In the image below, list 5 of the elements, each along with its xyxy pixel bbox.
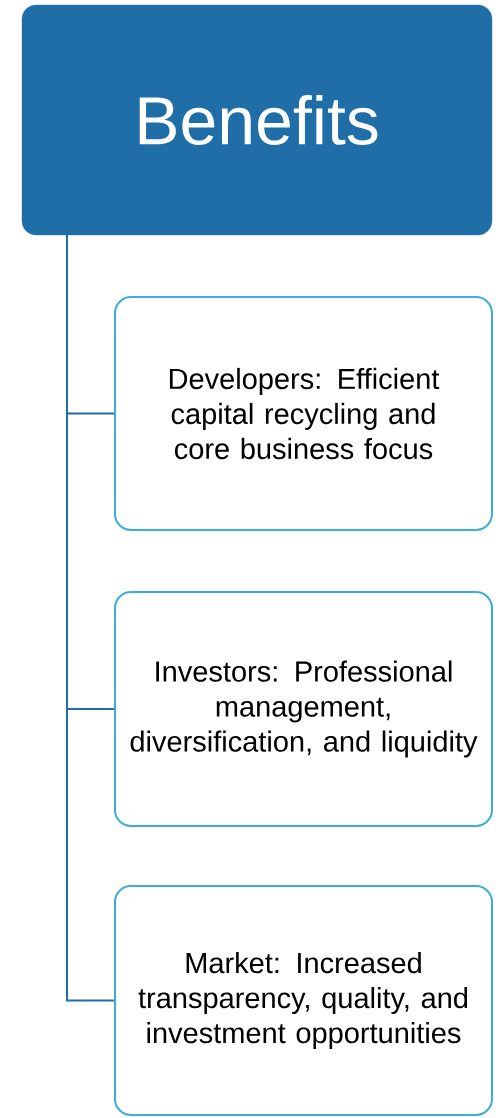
connector-line <box>66 234 115 1002</box>
header-box: Benefits <box>21 4 493 236</box>
text-box: Market: Increased transparency, quality, and investment opportunities <box>114 885 493 1116</box>
text-box: Developers: Efficient capital recycling and core business focus <box>114 296 493 531</box>
text-box: Investors: Professional management, diversification, and liquidity <box>114 591 493 827</box>
